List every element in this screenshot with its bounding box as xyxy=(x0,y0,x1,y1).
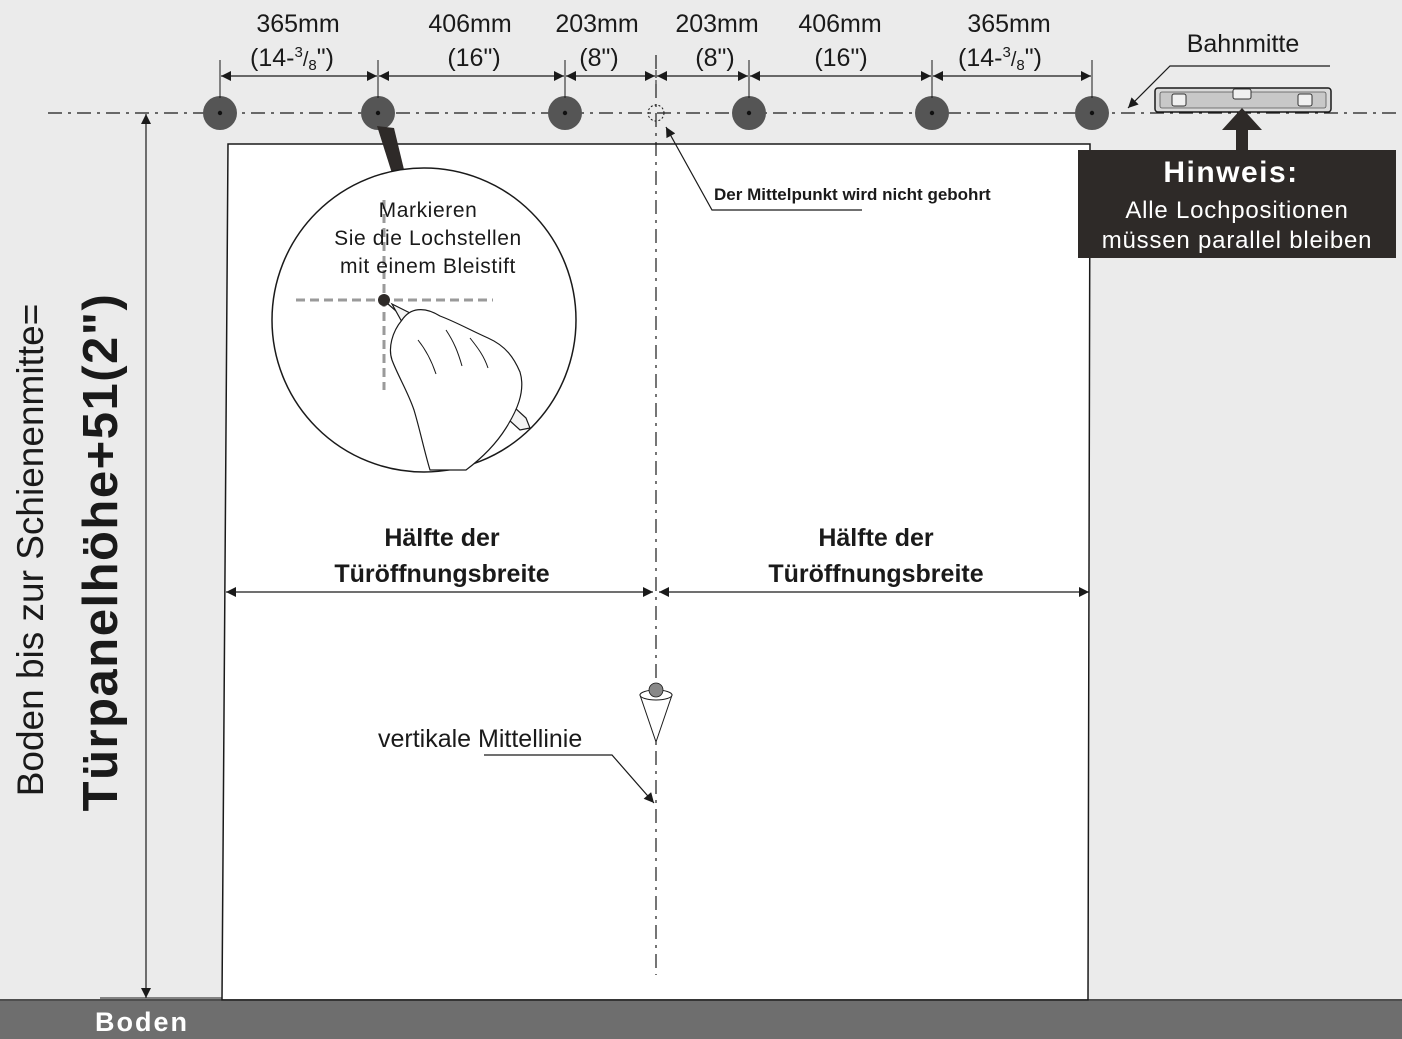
center-not-drilled-label: Der Mittelpunkt wird nicht gebohrt xyxy=(714,185,991,204)
floor-strip xyxy=(0,1001,1402,1039)
vertical-center-label: vertikale Mittellinie xyxy=(378,725,582,753)
mark-text-2: Sie die Lochstellen xyxy=(334,227,522,250)
note-line-1: Alle Lochpositionen xyxy=(1125,197,1348,224)
dim-label-5-in: (16") xyxy=(814,44,867,72)
dimension-lines xyxy=(219,60,1093,98)
center-point-marker xyxy=(647,104,665,122)
center-not-drilled-leader xyxy=(665,126,862,211)
dim-label-2-in: (16") xyxy=(447,44,500,72)
dim-label-2-mm: 406mm xyxy=(428,10,511,38)
half-right-label-1: Hälfte der xyxy=(818,524,934,552)
dim-label-1-mm: 365mm xyxy=(256,10,339,38)
mark-text-1: Markieren xyxy=(379,199,478,222)
vertical-center-leader xyxy=(484,754,655,804)
height-label-1: Boden bis zur Schienenmitte= xyxy=(10,304,51,797)
note-line-2: müssen parallel bleiben xyxy=(1102,227,1373,254)
note-title: Hinweis: xyxy=(1163,156,1298,189)
hole-markers xyxy=(203,96,1109,130)
half-right-label-2: Türöffnungsbreite xyxy=(768,560,983,588)
track-center-label: Bahnmitte xyxy=(1187,30,1300,58)
dim-label-3-in: (8") xyxy=(579,44,618,72)
dim-label-6-mm: 365mm xyxy=(967,10,1050,38)
note-box: Hinweis: Alle Lochpositionen müssen para… xyxy=(1078,150,1396,258)
height-label-2: Türpanelhöhe+51(2") xyxy=(74,293,128,812)
dim-label-4-in: (8") xyxy=(695,44,734,72)
dim-label-5-mm: 406mm xyxy=(798,10,881,38)
half-left-label-2: Türöffnungsbreite xyxy=(334,560,549,588)
level-up-arrow xyxy=(1222,108,1262,150)
dim-label-4-mm: 203mm xyxy=(675,10,758,38)
dim-label-1-in: (14-3/8") xyxy=(250,44,334,74)
dimension-labels: 365mm (14-3/8") 406mm (16") 203mm (8") 2… xyxy=(250,10,1051,74)
pencil-marking-detail: Markieren Sie die Lochstellen mit einem … xyxy=(271,126,577,473)
spirit-level-icon xyxy=(1154,87,1332,113)
hand-icon xyxy=(389,309,523,471)
mark-text-3: mit einem Bleistift xyxy=(340,255,516,278)
track-center-leader xyxy=(1127,65,1330,109)
dim-label-3-mm: 203mm xyxy=(555,10,638,38)
floor-label: Boden xyxy=(95,1007,189,1037)
dim-label-6-in: (14-3/8") xyxy=(958,44,1042,74)
plumb-bob-icon xyxy=(639,682,673,744)
half-left-label-1: Hälfte der xyxy=(384,524,500,552)
